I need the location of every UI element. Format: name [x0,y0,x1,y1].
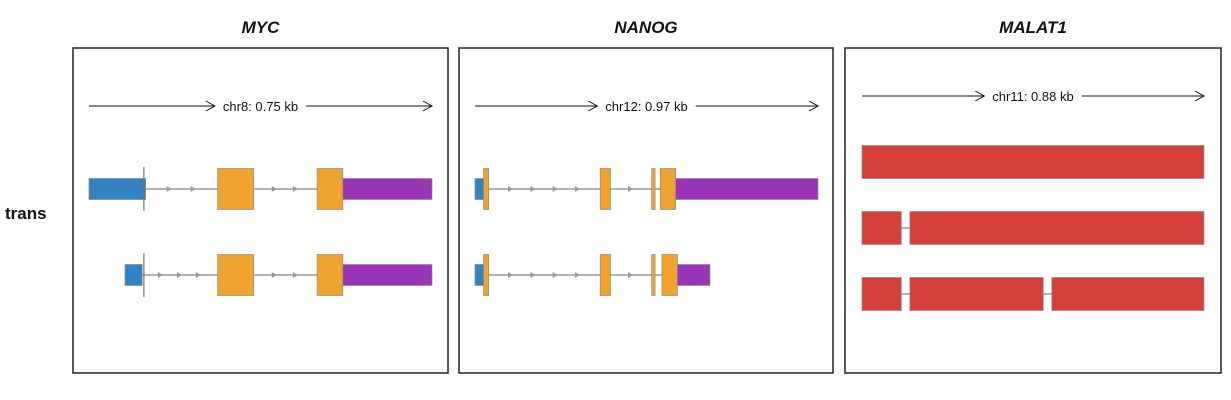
exon-cds [651,254,656,296]
panel-frame [844,47,1222,374]
panel-myc: MYC chr8: 0.75 kb [72,18,449,374]
intron-direction-marker [176,272,182,278]
intron-direction-marker [628,186,634,192]
intron-direction-marker [271,272,277,278]
intron-direction-marker [292,272,298,278]
transcript [88,167,433,211]
panel-malat1: MALAT1 chr11: 0.88 kb [844,18,1222,374]
scale-arrowhead-right [808,100,820,112]
row-label: trans [5,204,47,223]
exon-utr3 [342,264,433,286]
exon-utr3 [342,178,433,200]
scale-arrowhead-right [422,100,434,112]
intron-direction-marker [158,272,164,278]
panel-frame [458,47,834,374]
transcript [861,277,1205,311]
intron-direction-marker [552,186,558,192]
exon-cds [483,168,490,210]
intron-direction-marker [552,272,558,278]
intron-direction-marker [271,186,277,192]
exon-cds [217,254,254,296]
exon-noncoding [1051,277,1205,311]
exon-noncoding [861,277,902,311]
scale-arrowhead-left [588,100,599,112]
transcript [861,145,1205,179]
exon-noncoding [861,145,1205,179]
exon-cds [599,254,611,296]
panels-group: MYC chr8: 0.75 kb NANOG chr12: 0.97 kb MALAT… [72,18,1222,374]
intron-direction-marker [628,272,634,278]
exon-cds [316,254,344,296]
transcript [861,211,1205,245]
exon-utr3 [675,178,819,200]
intron-direction-marker [190,186,196,192]
exon-cds [599,168,611,210]
scale-label: chr12: 0.97 kb [605,99,687,114]
panel-title: MALAT1 [999,18,1067,37]
intron-direction-marker [195,272,201,278]
panel-frame [72,47,449,374]
exon-utr5 [474,264,484,286]
intron-direction-marker [574,272,580,278]
transcript [474,168,819,210]
intron-direction-marker [166,186,172,192]
transcript [124,253,433,297]
intron-direction-marker [574,186,580,192]
panel-title: NANOG [614,18,677,37]
exon-cds [316,168,344,210]
exon-cds [659,168,677,210]
scale-label: chr11: 0.88 kb [992,89,1073,104]
exon-utr5 [124,264,143,286]
exon-cds [217,168,254,210]
panel-nanog: NANOG chr12: 0.97 kb [458,18,834,374]
intron-direction-marker [508,186,514,192]
exon-cds [651,168,656,210]
intron-direction-marker [530,186,536,192]
exon-utr5 [474,178,484,200]
exon-noncoding [861,211,902,245]
intron-direction-marker [508,272,514,278]
scale-arrowhead-right [1194,90,1206,102]
panel-title: MYC [242,18,281,37]
exon-noncoding [909,211,1205,245]
transcript [474,254,711,296]
scale-arrowhead-left [975,90,986,102]
exon-utr3 [677,264,711,286]
intron-direction-marker [292,186,298,192]
exon-noncoding [909,277,1044,311]
exon-cds [483,254,490,296]
scale-arrowhead-left [205,100,216,112]
intron-direction-marker [530,272,536,278]
exon-cds [661,254,678,296]
scale-label: chr8: 0.75 kb [223,99,298,114]
exon-utr5 [88,178,146,200]
